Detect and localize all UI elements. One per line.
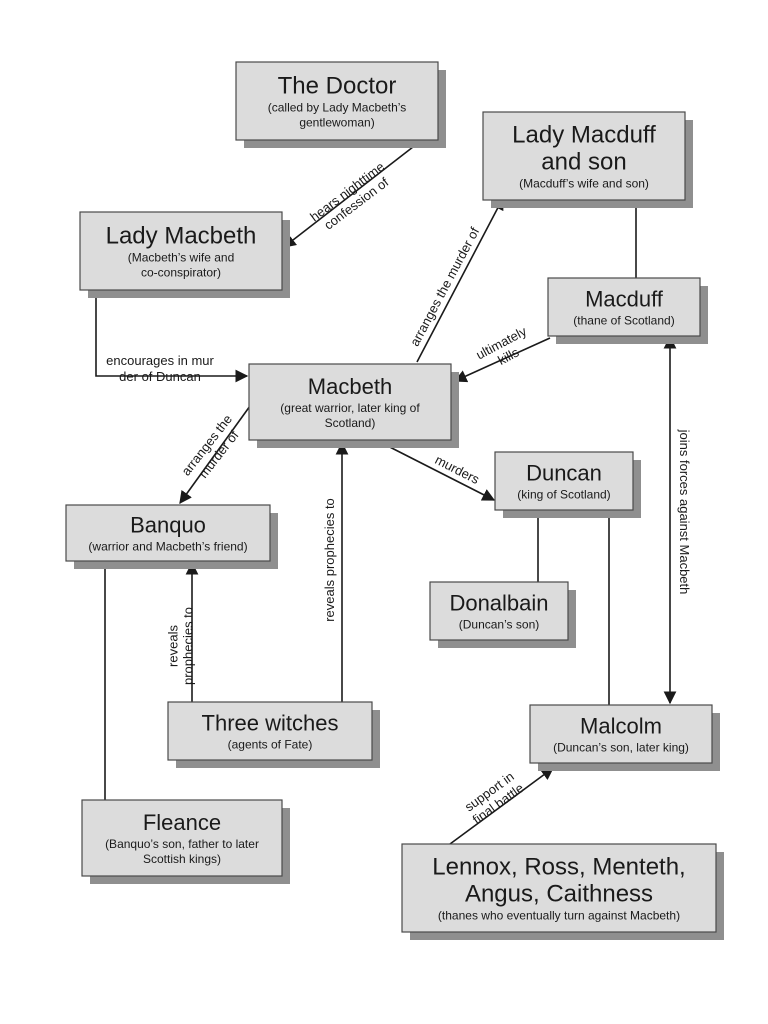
- edge-thanes-to-malcolm: [449, 767, 555, 845]
- node-title: The Doctor: [278, 73, 397, 100]
- node-box: [401, 843, 717, 933]
- node-box: [547, 277, 701, 337]
- edge-label-macbeth-arranges-macduff: arranges the murder of: [407, 225, 483, 349]
- node-subtitle: (king of Scotland): [517, 488, 610, 502]
- node-box: [65, 504, 271, 562]
- node-subtitle: co-conspirator): [141, 266, 221, 280]
- node-malcolm: Malcolm (Duncan’s son, later king): [529, 704, 720, 771]
- node-title: and son: [541, 149, 626, 176]
- node-box: [482, 111, 686, 201]
- node-title: Banquo: [130, 513, 206, 538]
- node-subtitle: (Duncan’s son, later king): [553, 741, 689, 755]
- node-subtitle: gentlewoman): [299, 116, 374, 130]
- node-subtitle: (warrior and Macbeth’s friend): [88, 540, 247, 554]
- edges-layer: [95, 139, 677, 845]
- node-macduff: Macduff (thane of Scotland): [547, 277, 708, 344]
- node-title: Macduff: [585, 287, 664, 312]
- node-box: [235, 61, 439, 141]
- edge-label-line: arranges the murder of: [407, 225, 483, 349]
- edge-label-line: der of Duncan: [119, 369, 201, 384]
- node-box: [248, 363, 452, 441]
- node-title: Lennox, Ross, Menteth,: [432, 854, 685, 881]
- node-title: Lady Macbeth: [106, 223, 257, 250]
- node-subtitle: (agents of Fate): [228, 738, 313, 752]
- edge-label-line: reveals: [166, 625, 181, 667]
- edge-lady-macbeth-to-macbeth: [95, 290, 249, 383]
- node-subtitle: (Banquo’s son, father to later: [105, 837, 259, 851]
- node-title: Angus, Caithness: [465, 881, 653, 908]
- edge-label-line: prophecies to: [181, 607, 196, 685]
- node-subtitle: (called by Lady Macbeth’s: [268, 101, 407, 115]
- node-box: [529, 704, 713, 764]
- edge-macbeth-to-banquo: [179, 405, 251, 505]
- node-box: [429, 581, 569, 641]
- nodes-layer: The Doctor(called by Lady Macbeth’sgentl…: [65, 61, 724, 940]
- node-subtitle: (thanes who eventually turn against Macb…: [438, 909, 680, 923]
- node-title: Malcolm: [580, 714, 662, 739]
- node-title: Donalbain: [449, 591, 548, 616]
- node-subtitle: (Macbeth’s wife and: [128, 251, 235, 265]
- node-title: Fleance: [143, 810, 221, 835]
- node-box: [494, 451, 634, 511]
- edge-macbeth-to-lady-macduff: [416, 196, 504, 363]
- edge-label-line: reveals prophecies to: [322, 498, 337, 622]
- node-title: Duncan: [526, 461, 602, 486]
- node-macbeth: Macbeth (great warrior, later king ofScot…: [248, 363, 459, 448]
- node-title: Lady Macduff: [512, 122, 656, 149]
- edge-label-witches-reveal-macbeth: reveals prophecies to: [322, 498, 337, 622]
- node-donalbain: Donalbain (Duncan’s son): [429, 581, 576, 648]
- edge-doctor-to-lady-macbeth: [282, 139, 423, 248]
- node-box: [167, 701, 373, 761]
- edge-macbeth-to-duncan: [375, 439, 496, 501]
- node-subtitle: (thane of Scotland): [573, 314, 674, 328]
- node-subtitle: Scottish kings): [143, 852, 221, 866]
- node-banquo: Banquo (warrior and Macbeth’s friend): [65, 504, 278, 569]
- node-duncan: Duncan (king of Scotland): [494, 451, 641, 518]
- edge-label-macduff-joins: joins forces against Macbeth: [677, 429, 692, 595]
- node-subtitle: (Macduff’s wife and son): [519, 177, 649, 191]
- node-title: Three witches: [202, 711, 339, 736]
- node-box: [79, 211, 283, 291]
- node-lady-macbeth: Lady Macbeth(Macbeth’s wife andco-conspi…: [79, 211, 290, 298]
- edge-label-line: encourages in mur: [106, 353, 214, 368]
- node-thanes: Lennox, Ross, Menteth,Angus, Caithness(t…: [401, 843, 724, 940]
- edge-macduff-to-macbeth: [453, 337, 551, 383]
- edge-label-line: joins forces against Macbeth: [677, 429, 692, 595]
- node-subtitle: (great warrior, later king of: [280, 401, 420, 415]
- node-title: Macbeth: [308, 374, 392, 399]
- node-subtitle: Scotland): [325, 416, 376, 430]
- node-three-witches: Three witches (agents of Fate): [167, 701, 380, 768]
- edge-label-lady-encourages: encourages in murder of Duncan: [106, 353, 214, 384]
- node-subtitle: (Duncan’s son): [459, 618, 539, 632]
- node-box: [81, 799, 283, 877]
- node-fleance: Fleance (Banquo’s son, father to laterSco…: [81, 799, 290, 884]
- node-doctor: The Doctor(called by Lady Macbeth’sgentl…: [235, 61, 446, 148]
